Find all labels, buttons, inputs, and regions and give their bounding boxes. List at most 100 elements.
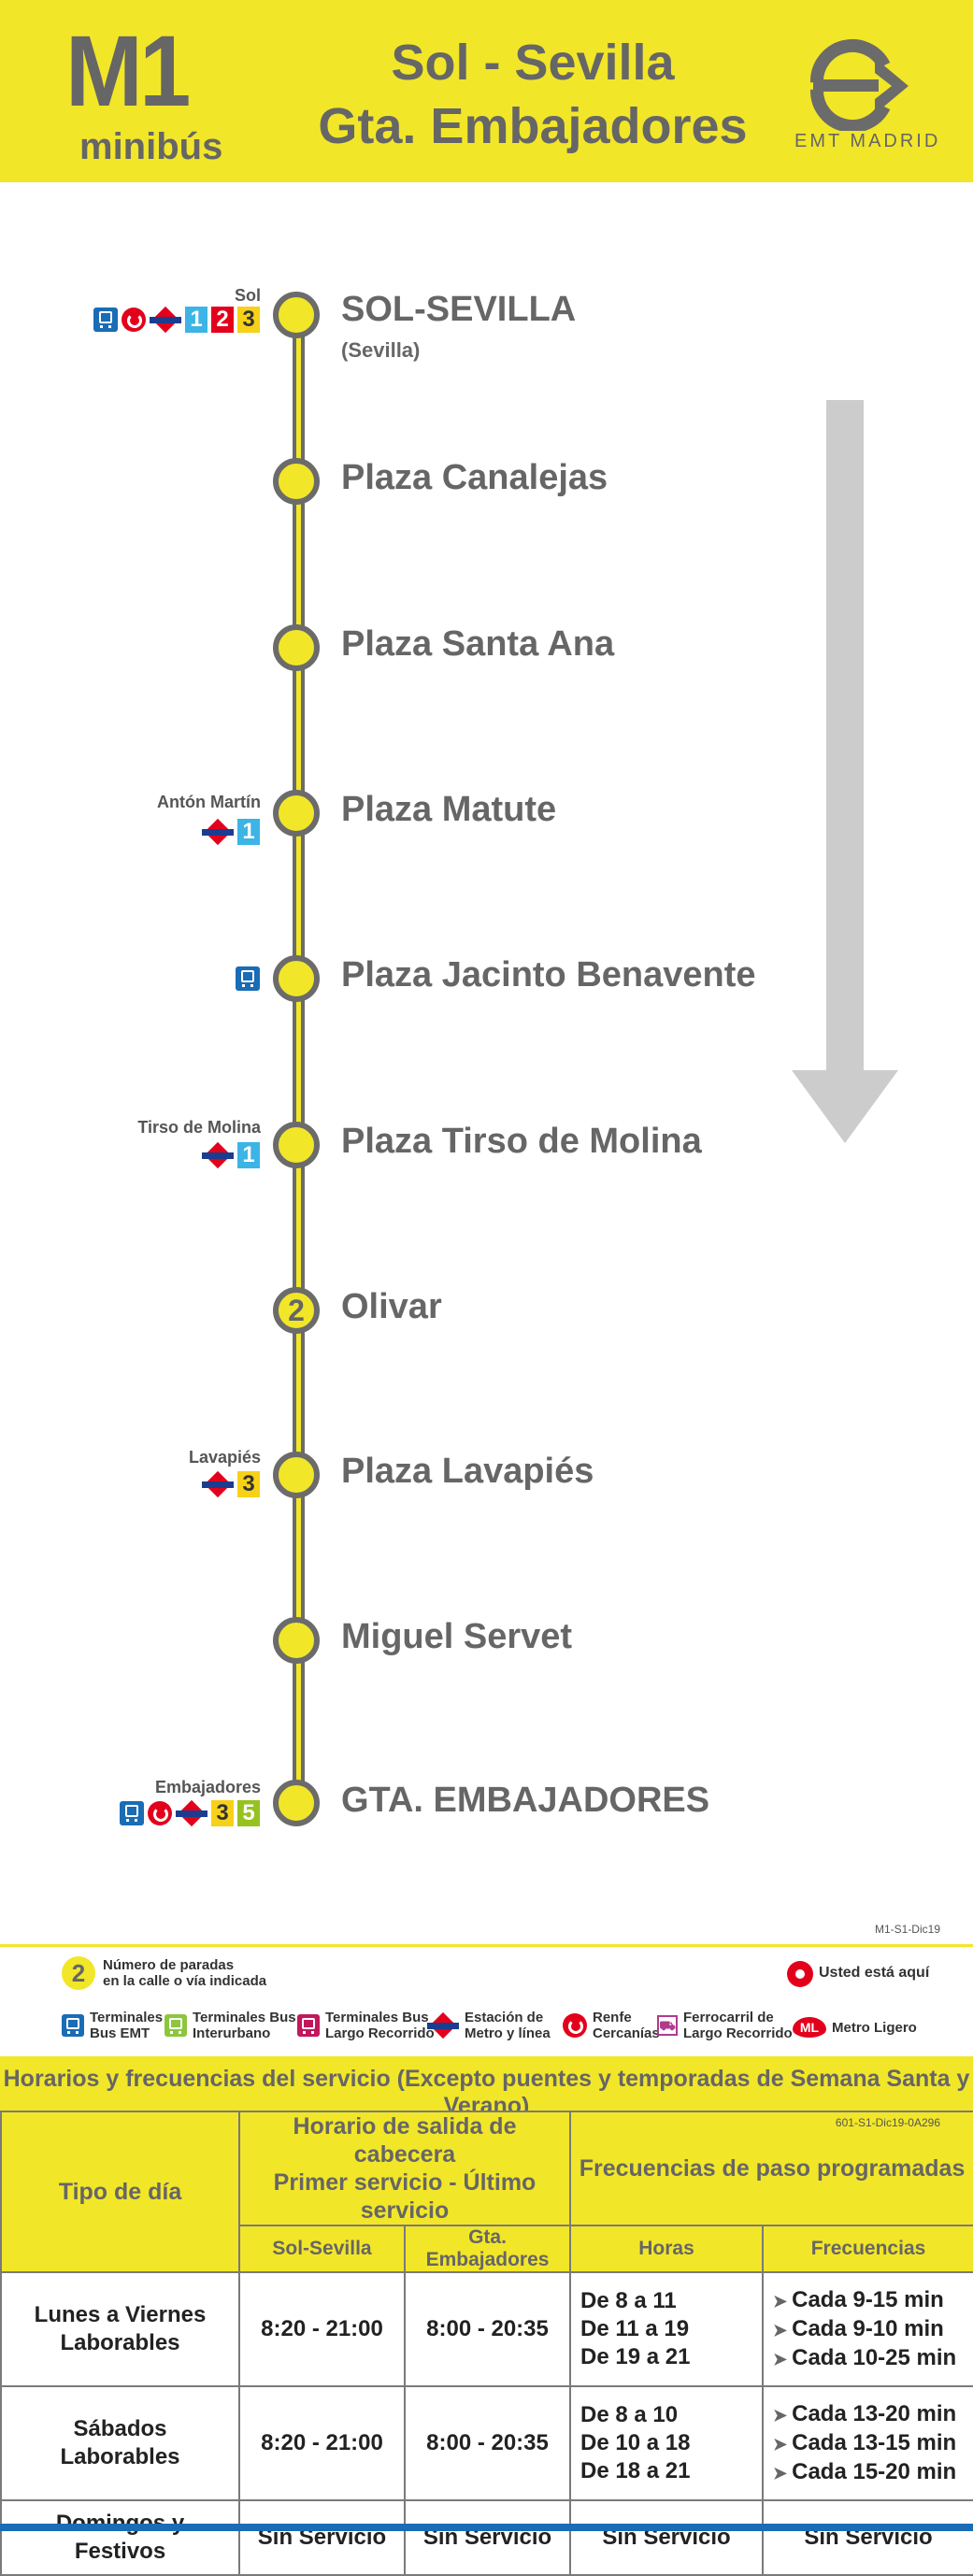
legend-metro-ligero: ML Metro Ligero <box>793 2017 917 2038</box>
cell-text: De 18 a 21 <box>580 2458 691 2483</box>
connections: 3 5 <box>120 1800 260 1826</box>
subcol-embajadores: Gta. Embajadores <box>403 2225 572 2273</box>
stop-marker[interactable] <box>273 458 320 505</box>
frequencies: Cada 9-15 minCada 9-10 minCada 10-25 min <box>762 2271 973 2387</box>
legend-text: Terminales Bus <box>193 2010 296 2025</box>
cell-text: Cada 15-20 min <box>773 2458 973 2487</box>
first-last-sol: 8:20 - 21:00 <box>238 2385 406 2501</box>
connection-place: Embajadores <box>154 1778 261 1796</box>
legend-text: Renfe <box>593 2010 632 2025</box>
col-frequencies: Frecuencias de paso programadas <box>569 2111 973 2226</box>
cell-text: Laborables <box>60 2330 180 2355</box>
schedule-code: 601-S1-Dic19-0A296 <box>835 2116 940 2129</box>
stop-marker-count[interactable]: 2 <box>273 1287 320 1334</box>
connections: 1 <box>202 819 260 845</box>
bottom-bar <box>0 2524 973 2531</box>
cell-text: De 10 a 18 <box>580 2430 691 2455</box>
stop-marker[interactable] <box>273 955 320 1002</box>
stop-name: Plaza Canalejas <box>341 458 608 497</box>
cell-text: Cada 10-25 min <box>773 2344 973 2373</box>
stop-count-legend: Número de paradas en la calle o vía indi… <box>103 1957 266 1989</box>
header-text: Horario de salida de cabecera <box>293 2113 517 2168</box>
stop-name: Plaza Matute <box>341 790 557 829</box>
legend-text: Metro y línea <box>465 2025 551 2041</box>
subcol-frequencies: Frecuencias <box>762 2225 973 2273</box>
renfe-icon <box>563 2013 587 2038</box>
table-row: Domingos yFestivos Sin Servicio Sin Serv… <box>0 2499 973 2576</box>
header-text: Frecuencias de paso programadas <box>579 2154 966 2182</box>
bus-largo-recorrido-icon <box>297 2014 320 2037</box>
cell-text: De 8 a 10 <box>580 2402 679 2427</box>
first-last-emb: 8:00 - 20:35 <box>403 2271 572 2387</box>
stop-marker[interactable] <box>273 1617 320 1664</box>
stop-name: Miguel Servet <box>341 1617 573 1656</box>
stop-name: SOL-SEVILLA <box>341 290 577 329</box>
stop-name: Plaza Lavapiés <box>341 1452 594 1491</box>
col-day-type: Tipo de día <box>0 2111 240 2273</box>
stop-marker[interactable] <box>273 790 320 837</box>
direction-arrow-head <box>792 1070 898 1143</box>
stop-marker[interactable] <box>273 1122 320 1168</box>
renfe-icon <box>148 1801 172 1825</box>
metro-ligero-icon: ML <box>793 2017 826 2038</box>
cell-text: Sábados <box>73 2416 167 2441</box>
bus-emt-icon <box>93 308 118 332</box>
hour-ranges: Sin Servicio <box>569 2499 765 2576</box>
line-code: M1 <box>65 14 191 127</box>
cell-text: Cada 9-10 min <box>773 2315 973 2344</box>
legend-text: Largo Recorrido <box>325 2025 435 2041</box>
stop-subtitle: (Sevilla) <box>341 338 421 362</box>
metro-icon <box>202 820 234 844</box>
legend-text: Terminales Bus <box>325 2010 429 2025</box>
cell-text: Cada 13-15 min <box>773 2429 973 2458</box>
legend-code: M1-S1-Dic19 <box>874 1923 940 1936</box>
header-text: Primer servicio - Último servicio <box>273 2169 537 2224</box>
stop-count-sample: 2 <box>62 1956 95 1990</box>
metro-icon <box>176 1801 207 1825</box>
cell-text: Laborables <box>60 2444 180 2469</box>
metro-icon <box>202 1143 234 1167</box>
metro-line-badge: 1 <box>237 819 260 845</box>
legend-text: Terminales <box>90 2010 164 2025</box>
connection-place: Sol <box>234 286 261 305</box>
stop-name: Plaza Tirso de Molina <box>341 1122 702 1161</box>
legend-text: Metro Ligero <box>832 2019 917 2036</box>
legend-text: Estación de <box>465 2010 544 2025</box>
legend-text: Número de paradas <box>103 1957 235 1973</box>
metro-line-badge: 3 <box>237 307 260 333</box>
cell-text: Lunes a Viernes <box>34 2302 207 2327</box>
cell-text: Festivos <box>74 2539 166 2564</box>
cell-text: De 19 a 21 <box>580 2344 691 2369</box>
stop-marker[interactable] <box>273 292 320 338</box>
first-last-sol: 8:20 - 21:00 <box>238 2271 406 2387</box>
connection-place: Antón Martín <box>157 793 261 811</box>
cell-text: De 11 a 19 <box>580 2316 690 2341</box>
metro-line-badge: 2 <box>211 307 234 333</box>
metro-icon <box>427 2013 459 2038</box>
schedule-table: Tipo de día Horario de salida de cabecer… <box>0 2111 973 2576</box>
stop-marker[interactable] <box>273 1780 320 1826</box>
subcol-hours: Horas <box>569 2225 765 2273</box>
connections: 1 <box>202 1142 260 1168</box>
metro-line-badge: 3 <box>237 1471 260 1497</box>
legend-text: Ferrocarril de <box>683 2010 774 2025</box>
first-last-sol: Sin Servicio <box>238 2499 406 2576</box>
you-are-here-label: Usted está aquí <box>819 1965 930 1981</box>
divider <box>0 1944 973 1947</box>
metro-line-badge: 3 <box>211 1800 234 1826</box>
legend-text: en la calle o vía indicada <box>103 1973 267 1989</box>
stop-name: Plaza Jacinto Benavente <box>341 955 756 995</box>
stop-marker[interactable] <box>273 624 320 671</box>
stop-name: Olivar <box>341 1287 442 1326</box>
cell-text: De 8 a 11 <box>580 2288 677 2313</box>
stop-marker[interactable] <box>273 1452 320 1498</box>
frequencies: Sin Servicio <box>762 2499 973 2576</box>
metro-line-badge: 1 <box>237 1142 260 1168</box>
